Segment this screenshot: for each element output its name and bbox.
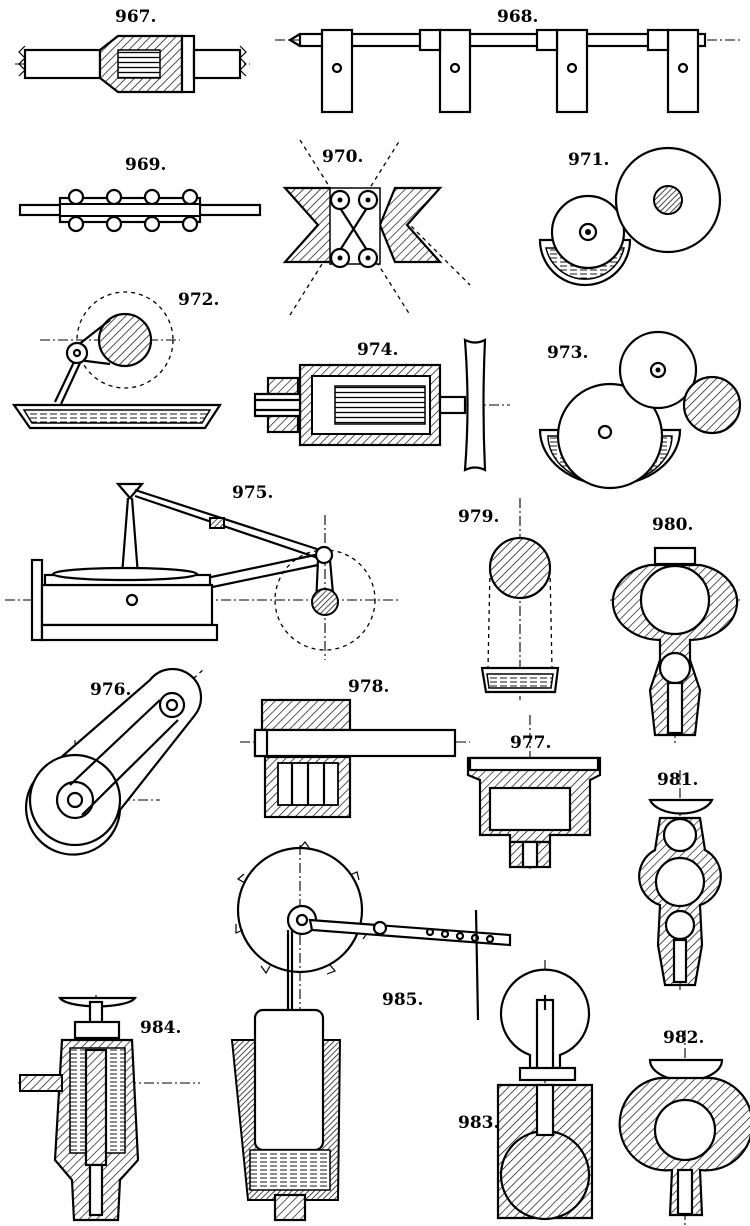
hanger-3 [555,28,589,114]
hanger-2 [438,28,472,114]
figure-983 [496,960,594,1221]
label-970: 970. [322,147,363,167]
label-978: 978. [348,677,389,697]
figure-969 [18,188,262,233]
figure-976 [24,667,206,856]
figure-980 [610,546,740,745]
label-973: 973. [547,343,588,363]
figure-979 [480,498,560,700]
figure-972 [11,291,223,430]
label-981: 981. [657,770,698,790]
figure-978 [240,698,470,819]
label-985: 985. [382,990,423,1010]
label-969: 969. [125,155,166,175]
figure-975 [5,482,400,660]
figure-974 [253,338,510,472]
label-983: 983. [458,1113,499,1133]
label-974: 974. [357,340,398,360]
label-968: 968. [497,7,538,27]
label-982: 982. [663,1028,704,1048]
figure-985 [230,841,512,1222]
label-980: 980. [652,515,693,535]
figure-984 [18,995,200,1222]
label-979: 979. [458,507,499,527]
hanger-4 [666,28,700,114]
label-971: 971. [568,150,609,170]
label-975: 975. [232,483,273,503]
label-967: 967. [115,7,156,27]
figure-967 [15,34,250,94]
label-976: 976. [90,680,131,700]
figure-970 [282,139,471,316]
figure-981 [638,770,722,990]
figure-973 [538,330,742,490]
label-977: 977. [510,733,551,753]
label-972: 972. [178,290,219,310]
hanger-1 [320,28,354,114]
figure-968 [275,28,740,114]
figure-977 [466,715,602,870]
label-984: 984. [140,1018,181,1038]
figure-982 [618,1030,750,1226]
figure-labels: 967. 968. 969. 970. 971. 972. 973. 974. … [90,7,704,1133]
figure-971 [538,146,722,287]
